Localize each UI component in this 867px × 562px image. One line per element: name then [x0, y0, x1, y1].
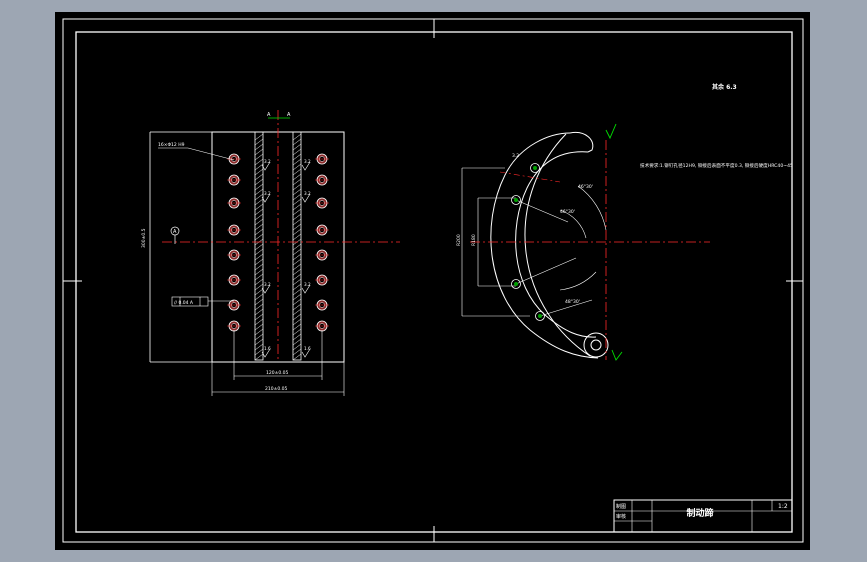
- rivet-hole: [227, 174, 241, 186]
- roughness-symbol: 1.6: [301, 346, 311, 358]
- angle-dim-1: 46°30': [578, 184, 593, 190]
- title-block: [613, 499, 793, 533]
- radius-inner-dim: R180: [471, 234, 477, 246]
- rivet-hole: [227, 299, 241, 311]
- rivet-hole: [227, 320, 241, 332]
- flatness-tolerance: // 0.04 A: [174, 300, 194, 306]
- inner-width-dim: 120±0.05: [266, 370, 289, 376]
- roughness-symbol: 3.2: [261, 282, 271, 294]
- radius-outer-dim: R200: [456, 234, 462, 246]
- rivet-hole: [511, 279, 521, 289]
- rivet-hole: [315, 249, 329, 261]
- outer-width-dim: 210±0.05: [265, 386, 288, 392]
- roughness-symbol: 3.2: [261, 159, 271, 171]
- roughness-value: 3.2: [304, 191, 311, 196]
- section-mark-left: A: [267, 112, 271, 118]
- angle-dim-2: 46°30': [560, 209, 575, 215]
- roughness-symbol: 3.2: [301, 191, 311, 203]
- part-name-text: 制动蹄: [686, 507, 713, 519]
- rivet-hole: [535, 311, 545, 321]
- titleblock-label-check: 审核: [616, 513, 626, 520]
- surface-roughness-note: 其余 6.3: [712, 83, 737, 91]
- centering-marks: [63, 19, 803, 542]
- hole-callout: 16×Φ12 H9: [158, 142, 185, 148]
- rivet-hole: [530, 163, 540, 173]
- rivet-hole: [227, 274, 241, 286]
- rivet-hole: [315, 197, 329, 209]
- rivet-hole: [511, 195, 521, 205]
- datum-label: A: [173, 229, 177, 235]
- roughness-value: 1.6: [304, 346, 311, 351]
- section-mark-right: A: [287, 112, 291, 118]
- roughness-symbol: 3.2: [301, 159, 311, 171]
- roughness-value: 3.2: [304, 282, 311, 287]
- rivet-hole: [227, 224, 241, 236]
- rivet-hole: [315, 153, 329, 165]
- viewport-background: [55, 12, 810, 550]
- roughness-value: 3.2: [264, 159, 271, 164]
- roughness-symbol: 3.2: [301, 282, 311, 294]
- rivet-hole: [315, 274, 329, 286]
- scale-text: 1:2: [778, 503, 788, 510]
- angle-dim-3: 48°30': [565, 299, 580, 305]
- rivet-hole: [315, 320, 329, 332]
- technical-requirement-text: 技术要求:1.铆钉孔径12H9, 铆接后表面不平度0.3, 铆接后硬度HRC40…: [640, 162, 793, 169]
- right-roughness-value: 3.2: [512, 153, 519, 159]
- roughness-value: 3.2: [264, 191, 271, 196]
- rivet-hole: [227, 249, 241, 261]
- roughness-value: 3.2: [264, 282, 271, 287]
- roughness-symbol: 1.6: [261, 346, 271, 358]
- rivet-hole: [227, 197, 241, 209]
- rivet-hole: [315, 224, 329, 236]
- rivet-hole: [315, 299, 329, 311]
- overall-height-dim: 300±0.5: [141, 228, 147, 248]
- rivet-hole: [227, 153, 241, 165]
- rivet-hole: [315, 174, 329, 186]
- roughness-symbol: 3.2: [261, 191, 271, 203]
- roughness-value: 1.6: [264, 346, 271, 351]
- titleblock-label-draw: 制图: [616, 503, 626, 510]
- roughness-value: 3.2: [304, 159, 311, 164]
- section-view-left: [149, 110, 400, 396]
- front-view-right: [461, 123, 710, 361]
